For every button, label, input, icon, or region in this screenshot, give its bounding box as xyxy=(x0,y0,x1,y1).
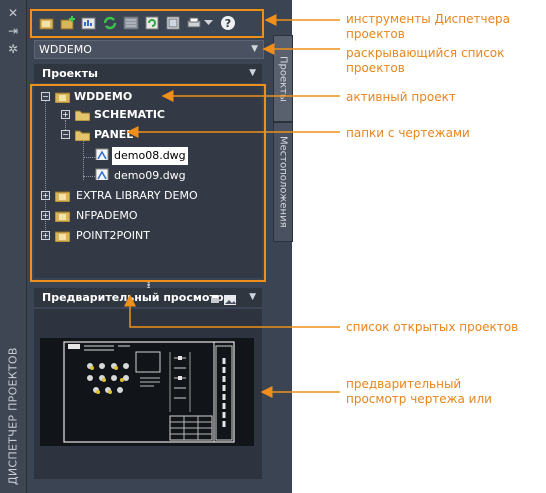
annotation-toolbar-line1: инструменты Диспетчера xyxy=(346,12,510,26)
expand-icon[interactable]: + xyxy=(61,110,70,119)
drawing-file-icon xyxy=(95,168,109,180)
annotation-preview: предварительный просмотр чертежа или xyxy=(346,377,492,407)
project-folder-icon xyxy=(55,191,70,202)
tab-locations-label: Местоположения xyxy=(277,136,289,228)
tree-highlight-box xyxy=(30,84,266,282)
chevron-down-icon: ▼ xyxy=(251,44,258,54)
project-task-list-icon[interactable] xyxy=(164,14,181,31)
tree-item-label: demo08.dwg xyxy=(112,147,188,165)
expand-icon[interactable]: + xyxy=(41,191,50,200)
annotation-preview-line1: предварительный xyxy=(346,377,462,391)
tree-item-label: NFPADEMO xyxy=(76,209,138,222)
drawing-file-icon xyxy=(95,148,109,160)
collapse-icon[interactable]: − xyxy=(61,130,70,139)
print-icon[interactable] xyxy=(210,292,220,311)
project-dropdown-value: WDDEMO xyxy=(39,43,92,56)
annotation-dropdown-line2: проектов xyxy=(346,61,405,75)
annotation-open-projects-list: список открытых проектов xyxy=(346,320,519,334)
properties-icon[interactable]: ✲ xyxy=(7,42,19,56)
project-folder-icon xyxy=(55,231,70,242)
svg-text:?: ? xyxy=(224,17,230,30)
folder-icon xyxy=(75,130,90,141)
annotation-drawing-folders: папки с чертежами xyxy=(346,126,470,140)
projects-panel-header[interactable]: Проекты ▼ xyxy=(34,64,262,83)
tab-projects[interactable]: Проекты xyxy=(273,35,293,122)
preview-panel-header[interactable]: Предварительный просмотр ▼ xyxy=(34,288,262,307)
folder-icon xyxy=(75,110,90,121)
refresh-icon[interactable] xyxy=(101,14,118,31)
tree-item-label: WDDEMO xyxy=(74,90,133,103)
chevron-down-icon[interactable]: ▼ xyxy=(249,292,256,302)
project-properties-icon[interactable] xyxy=(80,14,97,31)
tree-item-label: SCHEMATIC xyxy=(94,108,165,121)
project-dropdown[interactable]: WDDEMO ▼ xyxy=(34,40,264,59)
project-folder-icon xyxy=(55,211,70,222)
annotation-active-project: активный проект xyxy=(346,90,456,104)
project-folder-icon xyxy=(55,92,70,103)
expand-icon[interactable]: + xyxy=(41,211,50,220)
project-tree: − WDDEMO + SCHEMATIC − PANEL demo08.dwg … xyxy=(34,84,262,278)
auto-hide-icon[interactable]: ⇥ xyxy=(7,24,19,38)
toolbar-highlight-box xyxy=(30,9,264,38)
help-icon[interactable]: ? xyxy=(219,14,236,31)
drawing-preview-image xyxy=(40,338,254,446)
palette-title-strip: ✕ ⇥ ✲ ДИСПЕТЧЕР ПРОЕКТОВ xyxy=(0,0,27,493)
projects-panel-title: Проекты xyxy=(42,67,98,80)
new-project-icon[interactable] xyxy=(59,14,76,31)
tab-locations[interactable]: Местоположения xyxy=(273,122,293,242)
collapse-icon[interactable]: − xyxy=(41,92,50,101)
dropdown-icon[interactable] xyxy=(203,14,213,31)
open-project-icon[interactable] xyxy=(38,14,55,31)
tab-projects-label: Проекты xyxy=(277,55,289,102)
project-sync-icon[interactable] xyxy=(143,14,160,31)
expand-icon[interactable]: + xyxy=(41,231,50,240)
annotation-dropdown-line1: раскрывающийся список xyxy=(346,46,505,60)
project-toolbar: ? xyxy=(34,11,262,35)
drawing-list-icon[interactable] xyxy=(122,14,139,31)
tree-item-label: demo09.dwg xyxy=(114,169,186,182)
tree-item-label: POINT2POINT xyxy=(76,229,150,242)
annotation-toolbar: инструменты Диспетчера проектов xyxy=(346,12,510,42)
annotation-dropdown: раскрывающийся список проектов xyxy=(346,46,504,76)
annotation-preview-line2: просмотр чертежа или xyxy=(346,392,492,406)
tree-item-label: EXTRA LIBRARY DEMO xyxy=(76,189,198,202)
tree-item-label: PANEL xyxy=(94,128,134,141)
publish-icon[interactable] xyxy=(185,14,202,31)
image-view-icon[interactable] xyxy=(224,292,236,311)
annotation-toolbar-line2: проектов xyxy=(346,27,405,41)
chevron-down-icon[interactable]: ▼ xyxy=(249,68,256,78)
close-icon[interactable]: ✕ xyxy=(7,6,19,20)
